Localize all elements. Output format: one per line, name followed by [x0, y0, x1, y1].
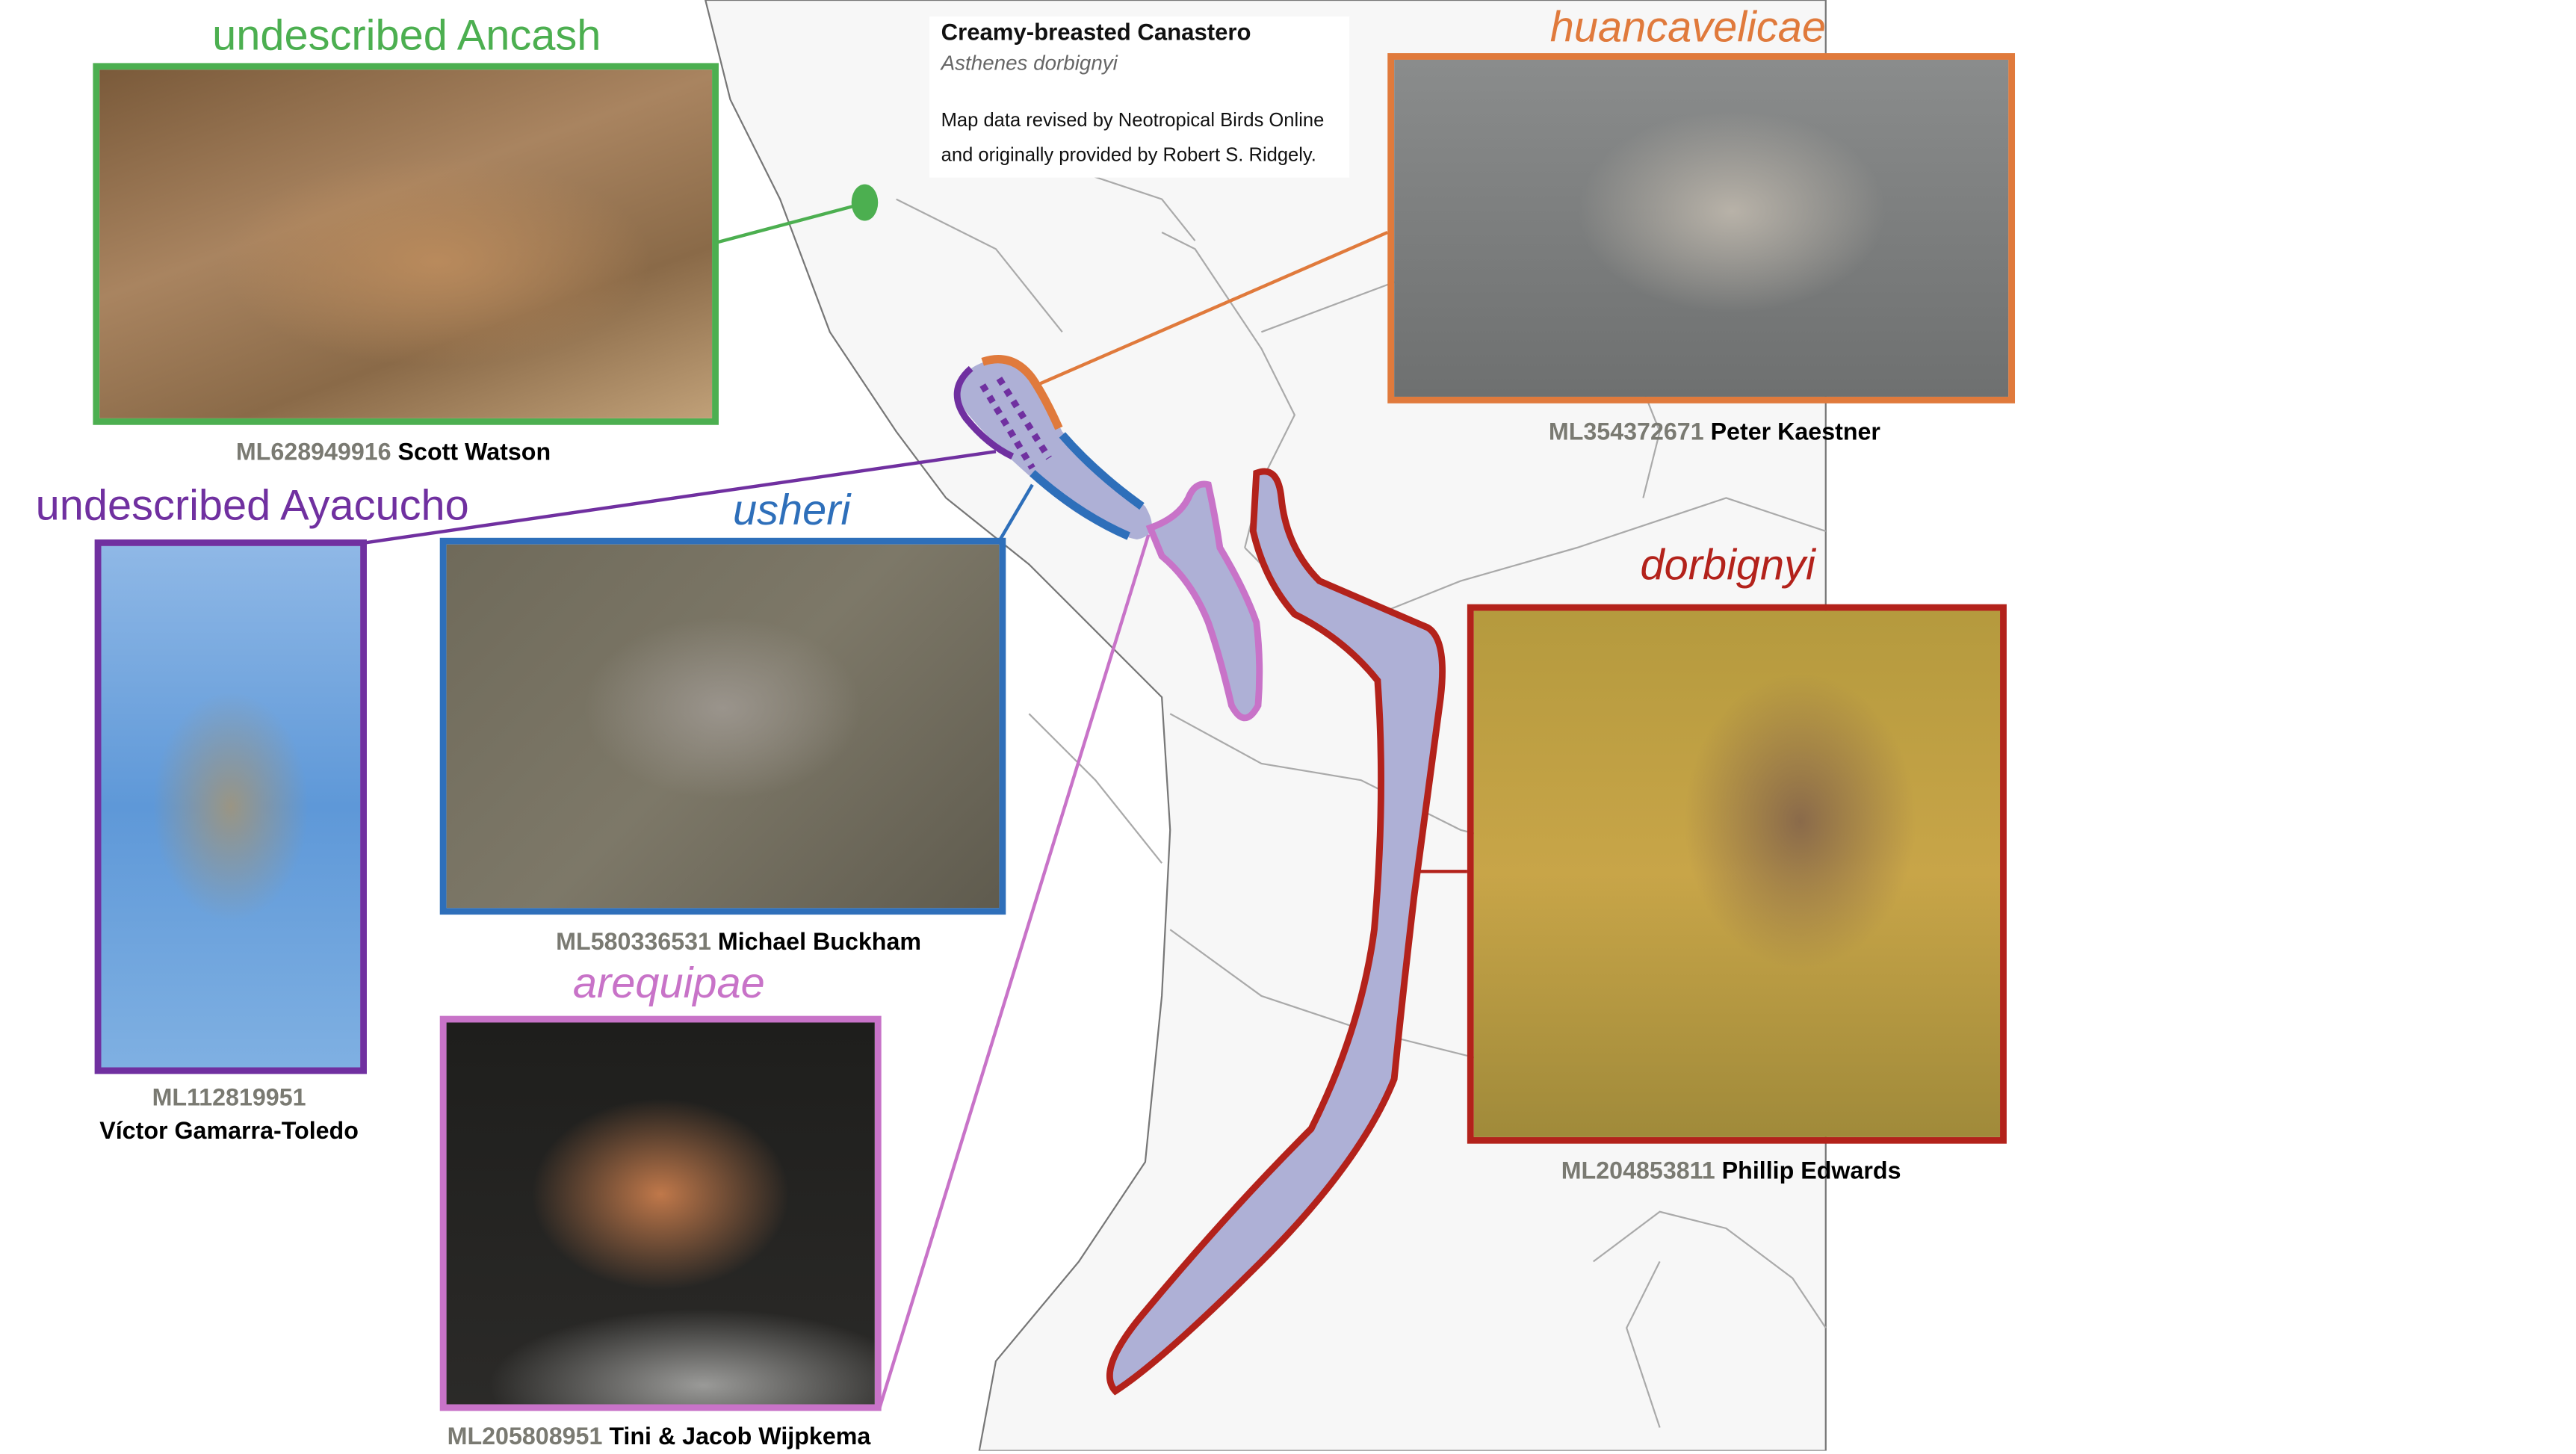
label-usheri: usheri [733, 484, 851, 535]
map-legend-box: Creamy-breasted Canastero Asthenes dorbi… [929, 16, 1350, 178]
photo-arequipae [439, 1015, 882, 1411]
map-credit-line2: and originally provided by Robert S. Rid… [941, 146, 1316, 167]
label-ancash: undescribed Ancash [212, 10, 601, 60]
range-ayacucho-outline [953, 365, 1015, 460]
label-ayacucho: undescribed Ayacucho [35, 480, 469, 530]
map-title: Creamy-breasted Canastero [941, 18, 1251, 45]
caption-dorbignyi: ML204853811 Phillip Edwards [1561, 1158, 1901, 1186]
photo-usheri [439, 537, 1006, 915]
caption-arequipae: ML205808951 Tini & Jacob Wijpkema [447, 1424, 871, 1451]
caption-usheri: ML580336531 Michael Buckham [556, 929, 922, 956]
photo-dorbignyi [1467, 604, 2007, 1144]
map-credit-line1: Map data revised by Neotropical Birds On… [941, 111, 1325, 132]
photo-ayacucho [94, 539, 367, 1074]
range-ancash [851, 184, 879, 221]
connector-ayacucho [365, 450, 997, 545]
range-huancavelicae-outline [981, 355, 1063, 430]
range-dorbignyi [1106, 468, 1446, 1396]
range-arequipae [1145, 480, 1263, 722]
map-scientific-name: Asthenes dorbignyi [941, 51, 1118, 75]
label-huancavelicae: huancavelicae [1549, 1, 1827, 52]
range-usheri-outline [1030, 432, 1145, 540]
range-divider-dots [979, 377, 1052, 470]
label-dorbignyi: dorbignyi [1640, 539, 1815, 590]
connector-ancash [716, 204, 855, 244]
caption-huancavelicae: ML354372671 Peter Kaestner [1548, 420, 1880, 447]
label-arequipae: arequipae [572, 957, 765, 1008]
connector-usheri [997, 483, 1034, 542]
photo-ancash [93, 63, 719, 425]
connector-arequipae [878, 533, 1151, 1408]
caption-ancash: ML628949916 Scott Watson [235, 439, 551, 467]
photo-huancavelicae [1387, 53, 2016, 403]
range-north [959, 360, 1152, 540]
connector-huancavelicae [1028, 230, 1389, 390]
